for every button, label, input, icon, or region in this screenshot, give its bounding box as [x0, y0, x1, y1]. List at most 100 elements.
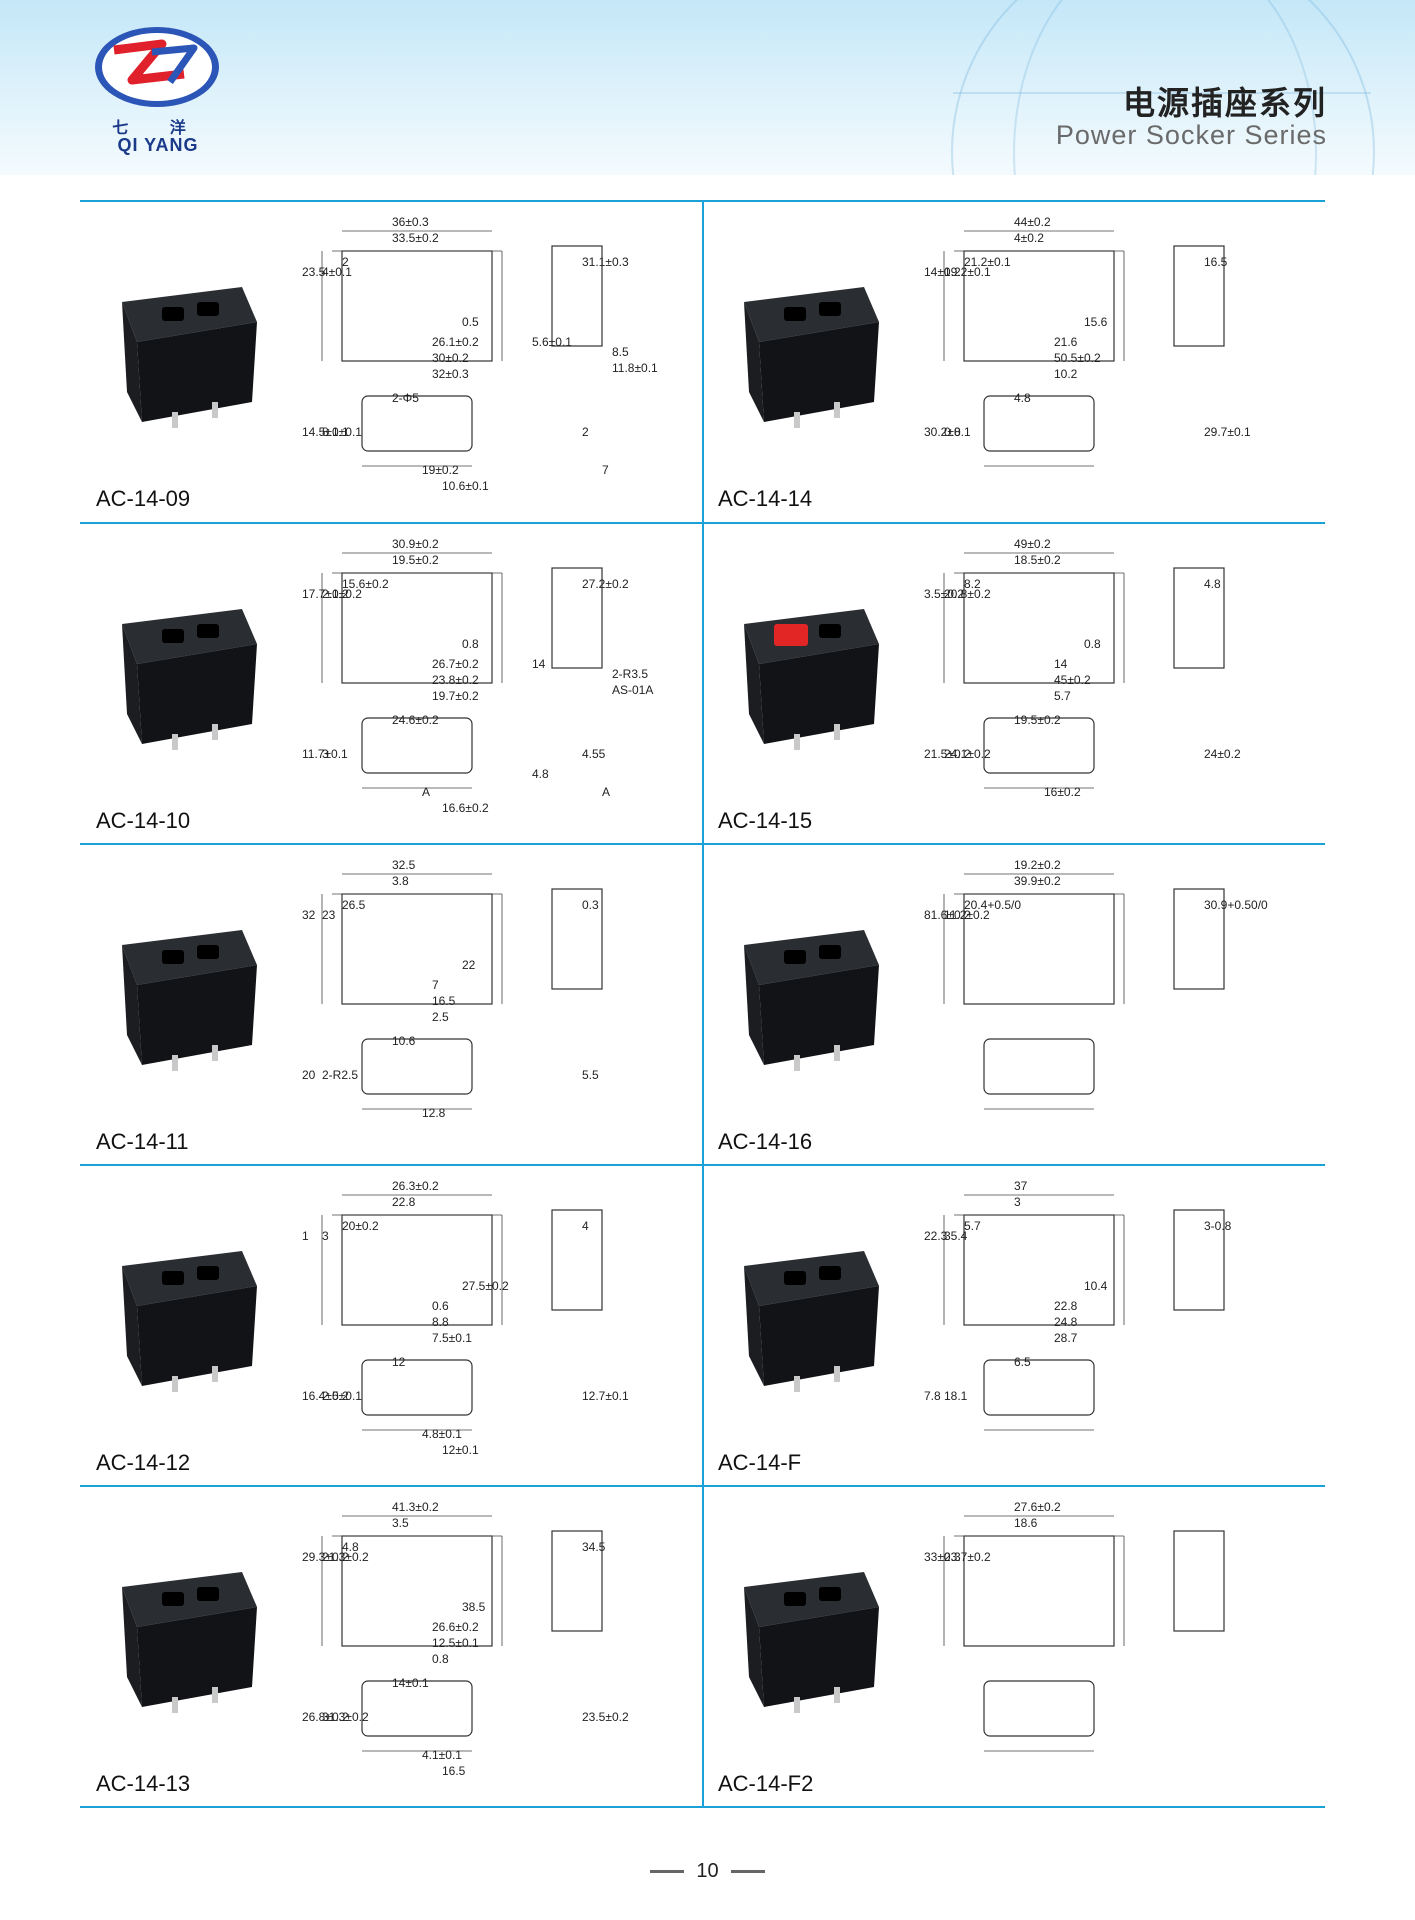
dimension-label: 18.1 [944, 1389, 968, 1403]
dimension-label: 0.6 [432, 1299, 449, 1313]
dimension-label: 0.8 [432, 1652, 449, 1666]
dimension-label: 2-Φ5 [392, 391, 419, 405]
model-number: AC-14-14 [718, 486, 813, 511]
dimension-label: 45±0.2 [1054, 673, 1091, 687]
dimension-label: 30±0.2 [432, 351, 469, 365]
dimension-label: 12.8 [422, 1106, 446, 1120]
dimension-label: 20 [302, 1068, 316, 1082]
dimension-label: 32.5 [392, 858, 416, 872]
dimension-label: 0.8 [944, 425, 961, 439]
dimension-label: 7.5±0.1 [432, 1331, 472, 1345]
dimension-label: 4 [582, 1219, 589, 1233]
dimension-label: 8.1±0.1 [322, 425, 362, 439]
dimension-label: 5.6±0.1 [532, 335, 572, 349]
dimension-label: 30.9+0.50/0 [1204, 898, 1268, 912]
dimension-label: 12 [392, 1355, 406, 1369]
dimension-label: 4.8 [532, 767, 549, 781]
dimension-label: 14±0.1 [392, 1676, 429, 1690]
grid-divider-vertical [702, 200, 704, 1808]
dimension-label: 21.5±0.2 [924, 747, 971, 761]
dimension-label: 27.6±0.2 [1014, 1500, 1061, 1514]
dimension-label: 4.1±0.1 [422, 1748, 462, 1762]
dimension-label: 14 [532, 657, 546, 671]
dimension-label: 36±0.3 [392, 215, 429, 229]
dimension-label: 22.8 [1054, 1299, 1078, 1313]
dimension-label: 34.5 [582, 1540, 606, 1554]
dimension-label: 19.2±0.2 [1014, 858, 1061, 872]
model-number: AC-14-12 [96, 1450, 191, 1475]
dimension-label: 4.8 [342, 1540, 359, 1554]
dimension-label: 17.7±0.2 [302, 587, 349, 601]
dimension-label: 21.3±0.2 [322, 1550, 369, 1564]
dimension-label: 15.6 [1084, 315, 1108, 329]
dimension-label: 38.5 [462, 1600, 486, 1614]
dimension-label: 3.5 [392, 1516, 409, 1530]
product-photo [744, 1572, 879, 1713]
dimension-label: 24±0.2 [1204, 747, 1241, 761]
dimension-label: 18.5±0.2 [1014, 553, 1061, 567]
dimension-label: 24.6±0.2 [392, 713, 439, 727]
page-number: 10 [696, 1860, 719, 1882]
dimension-label: 21.6 [1054, 335, 1078, 349]
dimension-label: 23.5±0.2 [582, 1710, 629, 1724]
dimension-label: 19±0.2 [422, 463, 459, 477]
dimension-label: 26.7±0.2 [432, 657, 479, 671]
dimension-label: 16.4±0.2 [302, 1389, 349, 1403]
product-photo [122, 609, 257, 750]
dimension-label: 49±0.2 [1014, 537, 1051, 551]
logo-mark-icon [95, 27, 219, 107]
dimension-label: 30.9±0.2 [392, 537, 439, 551]
dimension-label: 20.8±0.2 [944, 587, 991, 601]
dimension-label: 20±0.2 [342, 1219, 379, 1233]
dimension-label: 4.8 [1204, 577, 1221, 591]
dimension-label: 2.5±0.1 [322, 1389, 362, 1403]
dimension-label: 29.7±0.1 [1204, 425, 1251, 439]
dimension-label: 5.7 [1054, 689, 1071, 703]
dimension-label: 81.6±0.2 [924, 908, 971, 922]
dimension-label: 14 [1054, 657, 1068, 671]
product-photo [122, 1251, 257, 1392]
dimension-label: 4.8±0.1 [422, 1427, 462, 1441]
dimension-label: 3.8 [392, 874, 409, 888]
dimension-label: 7 [602, 463, 609, 477]
dimension-label: 22 [462, 958, 476, 972]
dimension-label: 19.5±0.2 [392, 553, 439, 567]
page-header: 七 洋 QI YANG 电源插座系列 Power Socker Series [0, 0, 1415, 175]
dimension-drawing: 19.2±0.239.9±0.281.6±0.211.2±0.220.4+0.5… [924, 858, 1268, 1110]
dimension-label: 0.8 [1084, 637, 1101, 651]
dimension-label: 4.8 [1014, 391, 1031, 405]
dimension-label: 0.3 [582, 898, 599, 912]
dimension-label: 44±0.2 [1014, 215, 1051, 229]
dimension-label: 1 [302, 1229, 309, 1243]
dimension-label: 0.8 [462, 637, 479, 651]
dimension-label: 26.3±0.2 [392, 1179, 439, 1193]
dimension-label: 32±0.3 [432, 367, 469, 381]
dimension-label: 5.5 [582, 1068, 599, 1082]
dimension-label: 18.6 [1014, 1516, 1038, 1530]
dimension-label: 20.4+0.5/0 [964, 898, 1021, 912]
dimension-label: 39.9±0.2 [1014, 874, 1061, 888]
dimension-label: 2.1±0.2 [322, 587, 362, 601]
dimension-label: 16.5 [442, 1764, 466, 1778]
dimension-label: 35.4 [944, 1229, 968, 1243]
dimension-label: 3.5±0.2 [924, 587, 964, 601]
dimension-label: 23.5 [302, 265, 326, 279]
dimension-label: 16±0.2 [1044, 785, 1081, 799]
dimension-label: 8.5 [612, 345, 629, 359]
product-photo [744, 287, 879, 428]
brand-cn: 七 洋 [112, 118, 204, 137]
dimension-label: 3 [322, 1229, 329, 1243]
dimension-label: 23.7±0.2 [944, 1550, 991, 1564]
